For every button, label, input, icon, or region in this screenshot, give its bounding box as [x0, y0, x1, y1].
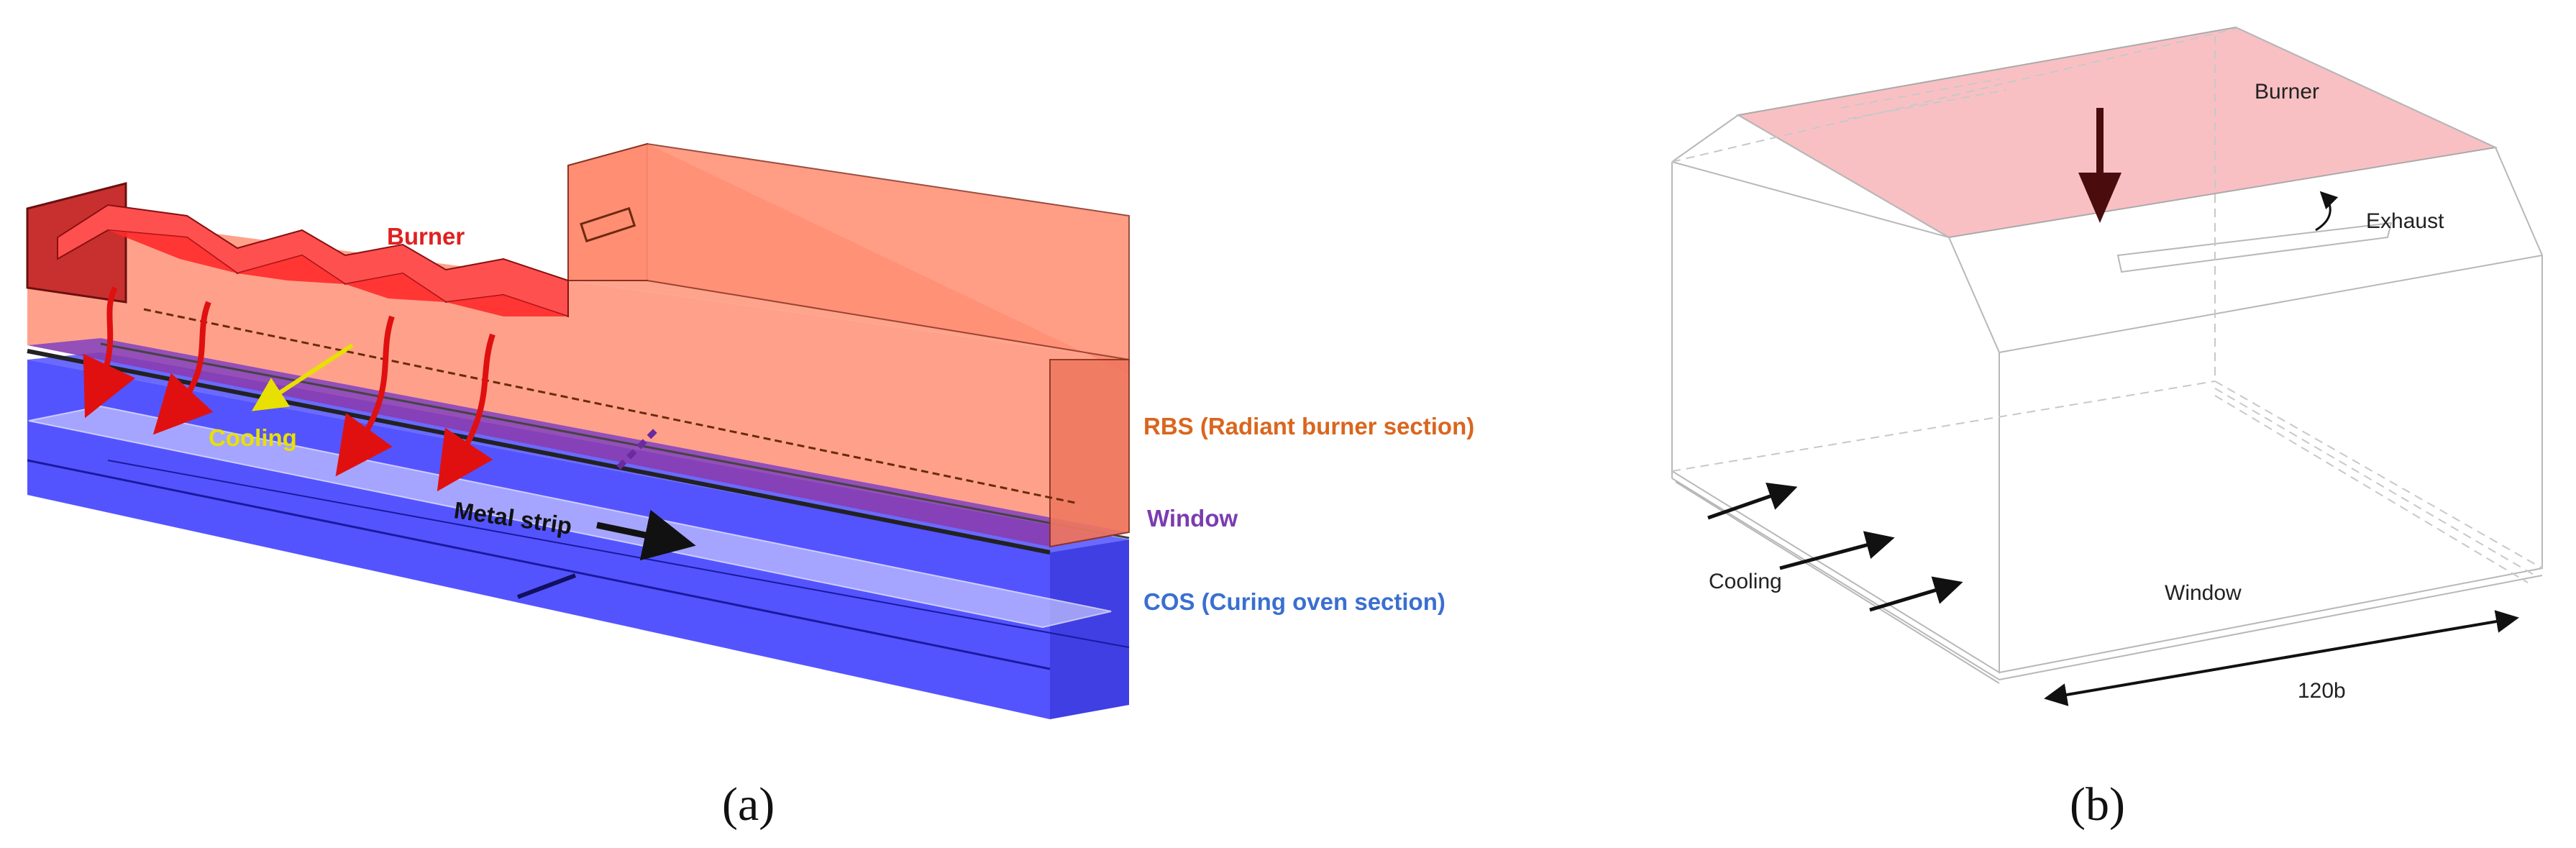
burner-flow-arrows — [83, 286, 495, 492]
burner-section — [26, 182, 569, 318]
box-hidden-edges — [1671, 28, 2543, 583]
cooling-label-b: Cooling — [1709, 570, 1782, 593]
panel-a: Burner Cooling Metal strip RBS (Radiant … — [26, 142, 1474, 831]
caption-b: (b) — [2070, 778, 2125, 831]
exhaust-label: Exhaust — [2366, 209, 2444, 233]
burner-label-a: Burner — [387, 223, 465, 250]
cos-label: COS (Curing oven section) — [1143, 588, 1445, 615]
window-label-a: Window — [1147, 505, 1238, 532]
cooling-arrow-b-1 — [1707, 482, 1798, 520]
burner-face — [1736, 26, 2498, 239]
cooling-arrow-b-2 — [1779, 531, 1895, 570]
caption-a: (a) — [722, 778, 775, 831]
burner-arrow-2 — [152, 301, 214, 435]
rbs-box — [27, 142, 1130, 548]
window-indicator — [616, 426, 660, 470]
panel-b: Burner Exhaust Cooling Window 120b (b) — [1671, 26, 2543, 831]
exhaust-arrow — [2315, 191, 2339, 232]
burner-arrow-4 — [437, 333, 495, 492]
burner-label-b: Burner — [2255, 80, 2319, 104]
burner-arrow-3 — [335, 315, 395, 477]
cooling-label-a: Cooling — [209, 424, 297, 451]
dimension-arrow — [2044, 610, 2519, 706]
burner-arrow-1 — [83, 286, 136, 419]
dimension-label: 120b — [2298, 679, 2346, 703]
window-label-b: Window — [2165, 581, 2242, 605]
metal-strip-arrow — [596, 509, 696, 561]
burner-arrow-b — [2078, 108, 2121, 223]
cooling-arrow-b-3 — [1869, 576, 1963, 612]
cooling-arrow — [251, 343, 354, 411]
rbs-label: RBS (Radiant burner section) — [1143, 413, 1474, 439]
cooling-arrows-b — [1707, 482, 1963, 612]
metal-strip-plane — [28, 405, 1112, 629]
